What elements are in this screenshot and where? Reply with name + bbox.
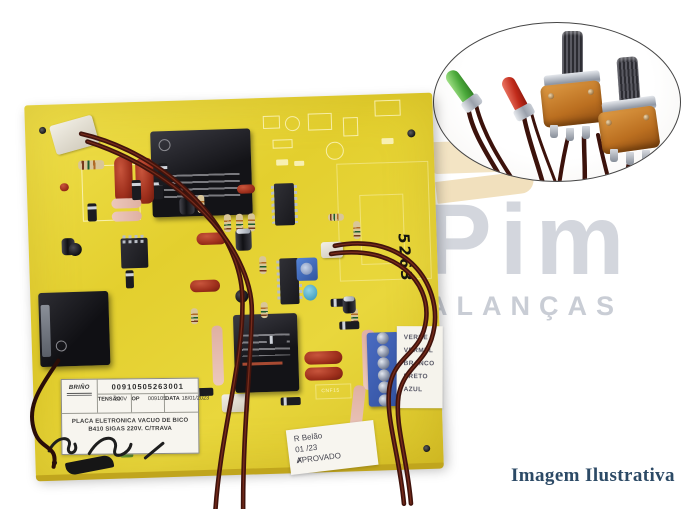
watermark-subtitle: ALANÇAS [428, 291, 623, 321]
pot-shaft [562, 31, 583, 77]
potentiometer [597, 55, 666, 177]
pot-lug [582, 126, 590, 139]
pot-shaft [616, 56, 641, 104]
pot-lug [626, 152, 634, 165]
wire-harness [29, 131, 438, 509]
pot-lug [566, 128, 574, 141]
pot-lug [642, 150, 650, 163]
potentiometer [539, 29, 610, 149]
pot-body [539, 79, 605, 129]
pot-lug [610, 149, 618, 162]
pcb-board: CNF15 [24, 92, 444, 509]
pot-body [597, 105, 661, 155]
inset-oval [433, 22, 681, 182]
caption: Imagem Ilustrativa [511, 465, 675, 486]
marker-scribble [47, 436, 165, 466]
pot-lug [550, 125, 558, 138]
watermark-wordmark: Pim [425, 184, 633, 296]
